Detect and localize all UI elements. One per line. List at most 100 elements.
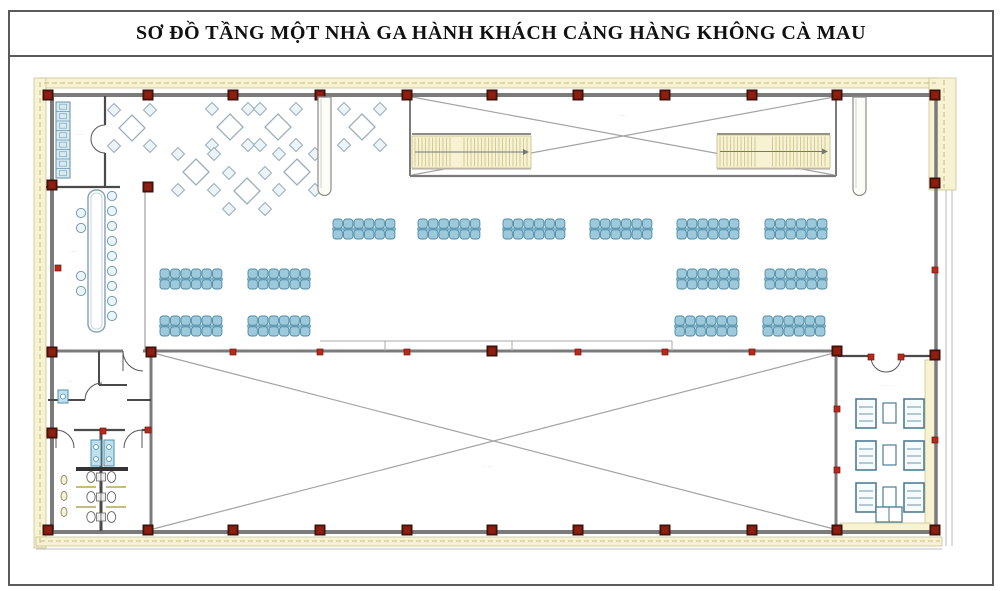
meeting-chair	[106, 190, 118, 202]
column	[143, 182, 153, 192]
waiting-seat	[438, 229, 449, 240]
dining-chair	[271, 146, 287, 162]
dining-chair	[336, 101, 352, 117]
column-small	[931, 436, 939, 444]
waiting-seat	[212, 279, 223, 290]
waiting-seat	[513, 229, 524, 240]
waiting-seat	[727, 326, 738, 337]
toilet	[86, 491, 96, 503]
waiting-seat	[729, 268, 740, 279]
wash-counter	[103, 439, 115, 467]
column-small	[867, 353, 875, 361]
seat-bank-beam	[159, 324, 223, 328]
dining-chair	[240, 137, 256, 153]
waiting-seat	[258, 268, 269, 279]
waiting-seat	[523, 229, 534, 240]
waiting-seat	[685, 326, 696, 337]
dining-chair	[106, 102, 122, 118]
waiting-seat	[289, 279, 300, 290]
void-diagonal	[152, 352, 835, 530]
waiting-seat	[695, 315, 706, 326]
waiting-seat	[385, 218, 396, 229]
waiting-seat	[697, 229, 708, 240]
waiting-seat	[785, 218, 796, 229]
column	[930, 178, 940, 188]
waiting-seat	[449, 229, 460, 240]
meeting-chair	[106, 205, 118, 217]
waiting-seat	[674, 315, 685, 326]
meeting-chair	[106, 280, 118, 292]
waiting-seat	[438, 218, 449, 229]
waiting-seat	[555, 218, 566, 229]
waiting-seat	[589, 218, 600, 229]
waiting-seat	[785, 229, 796, 240]
waiting-seat	[815, 326, 826, 337]
dining-chair	[252, 137, 268, 153]
column-small	[661, 348, 669, 356]
waiting-seat	[279, 268, 290, 279]
sofa	[855, 398, 877, 429]
waiting-seat	[180, 315, 191, 326]
wall-band	[33, 77, 47, 549]
waiting-seat	[806, 268, 817, 279]
toilet-tank	[100, 472, 106, 482]
waiting-seat	[676, 218, 687, 229]
column	[832, 90, 842, 100]
waiting-seat	[695, 326, 706, 337]
waiting-seat	[687, 229, 698, 240]
waiting-seat	[159, 268, 170, 279]
waiting-seat	[708, 229, 719, 240]
sink-basin	[60, 393, 66, 400]
page-title: SƠ ĐỒ TẦNG MỘT NHÀ GA HÀNH KHÁCH CẢNG HÀ…	[135, 22, 867, 44]
kitchen-equipment	[59, 103, 67, 110]
waiting-seat	[502, 229, 513, 240]
waiting-seat	[289, 315, 300, 326]
waiting-seat	[806, 218, 817, 229]
door-swing-arc	[123, 429, 143, 449]
column-small	[897, 353, 905, 361]
room-label: ·····	[76, 132, 85, 138]
waiting-seat	[555, 229, 566, 240]
dining-chair	[106, 138, 122, 154]
column-small	[931, 266, 939, 274]
waiting-seat	[247, 268, 258, 279]
toilet	[86, 471, 96, 483]
column	[228, 525, 238, 535]
toilet-tank	[96, 492, 102, 502]
waiting-seat	[804, 315, 815, 326]
wash-counter	[90, 439, 102, 467]
column	[402, 525, 412, 535]
waiting-seat	[300, 279, 311, 290]
waiting-seat	[718, 218, 729, 229]
wash-basin	[106, 456, 112, 462]
urinal	[60, 475, 68, 485]
waiting-seat	[212, 315, 223, 326]
column-small	[748, 348, 756, 356]
column-small	[54, 264, 62, 272]
waiting-seat	[459, 229, 470, 240]
dining-table	[233, 177, 261, 205]
room-label: ·····	[618, 113, 627, 119]
waiting-seat	[289, 268, 300, 279]
waiting-seat	[697, 268, 708, 279]
waiting-seat	[687, 279, 698, 290]
waiting-seat	[796, 229, 807, 240]
dining-chair	[206, 182, 222, 198]
waiting-seat	[247, 315, 258, 326]
waiting-seat	[268, 268, 279, 279]
waiting-seat	[708, 268, 719, 279]
waiting-seat	[513, 218, 524, 229]
toilet	[106, 491, 117, 503]
meeting-chair	[106, 265, 118, 277]
dining-chair	[288, 137, 304, 153]
seat-bank-beam	[247, 324, 311, 328]
waiting-seat	[523, 218, 534, 229]
waiting-seat	[417, 218, 428, 229]
waiting-seat	[534, 229, 545, 240]
meeting-chair	[106, 250, 118, 262]
dining-chair	[142, 138, 158, 154]
door-swing-arc	[84, 382, 103, 401]
waiting-seat	[729, 279, 740, 290]
waiting-seat	[343, 229, 354, 240]
waiting-seat	[201, 268, 212, 279]
